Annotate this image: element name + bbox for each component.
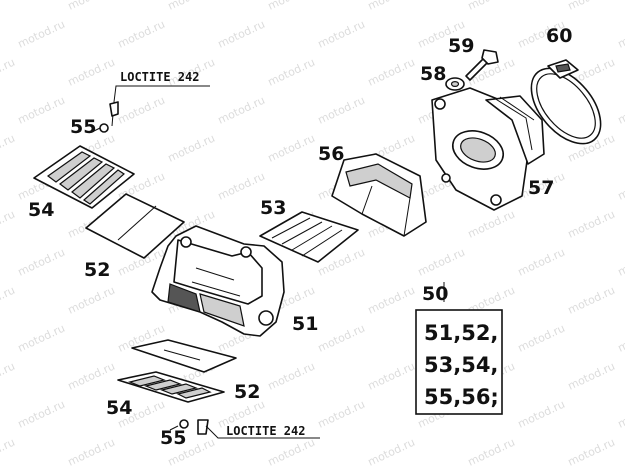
watermark-text: motod.ru xyxy=(216,94,267,127)
watermark-text: motod.ru xyxy=(266,132,317,165)
callout-52-top: 52 xyxy=(84,259,110,281)
watermark-text: motod.ru xyxy=(0,436,17,468)
watermark-text: motod.ru xyxy=(0,284,17,317)
watermark-text: motod.ru xyxy=(566,436,617,468)
watermark-text: motod.ru xyxy=(66,56,117,89)
kit-box-50: 51,52, 53,54, 55,56; xyxy=(415,309,503,415)
callout-51: 51 xyxy=(292,313,318,335)
watermark-text: motod.ru xyxy=(266,0,317,13)
watermark-text: motod.ru xyxy=(616,322,625,355)
callout-52-bottom: 52 xyxy=(234,381,260,403)
watermark-text: motod.ru xyxy=(366,436,417,468)
part-54-bottom-stopper-plate xyxy=(117,371,225,403)
watermark-text: motod.ru xyxy=(0,360,17,393)
watermark-text: motod.ru xyxy=(316,398,367,431)
watermark-text: motod.ru xyxy=(366,360,417,393)
watermark-text: motod.ru xyxy=(616,398,625,431)
callout-54-top: 54 xyxy=(28,199,54,221)
part-57-intake-flange xyxy=(431,87,545,211)
callout-55-bottom: 55 xyxy=(160,427,186,449)
part-51-reed-housing xyxy=(151,225,285,337)
watermark-text: motod.ru xyxy=(416,246,467,279)
watermark-text: motod.ru xyxy=(16,18,67,51)
watermark-text: motod.ru xyxy=(0,132,17,165)
watermark-text: motod.ru xyxy=(566,360,617,393)
watermark-text: motod.ru xyxy=(316,94,367,127)
watermark-text: motod.ru xyxy=(16,94,67,127)
callout-55-top: 55 xyxy=(70,116,96,138)
watermark-text: motod.ru xyxy=(516,398,567,431)
watermark-text: motod.ru xyxy=(16,246,67,279)
watermark-text: motod.ru xyxy=(116,94,167,127)
part-59-bolt xyxy=(465,49,499,81)
watermark-text: motod.ru xyxy=(266,56,317,89)
watermark-text: motod.ru xyxy=(566,208,617,241)
leader-lines xyxy=(113,85,445,439)
watermark-text: motod.ru xyxy=(516,246,567,279)
part-60-hose-clamp xyxy=(530,59,602,145)
loctite-note-top: LOCTITE 242 xyxy=(120,70,199,84)
watermark-text: motod.ru xyxy=(266,436,317,468)
part-54-top-stopper-plate xyxy=(33,145,135,209)
watermark-text: motod.ru xyxy=(216,18,267,51)
watermark-text: motod.ru xyxy=(566,0,617,13)
callout-56: 56 xyxy=(318,143,344,165)
watermark-text: motod.ru xyxy=(316,322,367,355)
watermark-text: motod.ru xyxy=(616,246,625,279)
watermark-text: motod.ru xyxy=(66,360,117,393)
watermark-text: motod.ru xyxy=(616,170,625,203)
watermark-text: motod.ru xyxy=(166,0,217,13)
loctite-note-bottom: LOCTITE 242 xyxy=(226,424,305,438)
watermark-text: motod.ru xyxy=(466,0,517,13)
kit-line-1: 51,52, xyxy=(424,321,498,345)
watermark-text: motod.ru xyxy=(466,436,517,468)
part-55-bottom-screw xyxy=(169,419,209,435)
watermark-text: motod.ru xyxy=(616,18,625,51)
watermark-text: motod.ru xyxy=(366,284,417,317)
watermark-text: motod.ru xyxy=(0,208,17,241)
watermark-text: motod.ru xyxy=(66,284,117,317)
watermark-text: motod.ru xyxy=(116,18,167,51)
watermark-text: motod.ru xyxy=(66,0,117,13)
watermark-text: motod.ru xyxy=(316,18,367,51)
watermark-text: motod.ru xyxy=(16,398,67,431)
watermark-text: motod.ru xyxy=(516,322,567,355)
watermark-text: motod.ru xyxy=(0,0,17,13)
watermark-text: motod.ru xyxy=(366,0,417,13)
callout-59: 59 xyxy=(448,35,474,57)
part-55-top-screw xyxy=(91,101,119,133)
watermark-text: motod.ru xyxy=(466,208,517,241)
part-53-reed-petal xyxy=(259,211,359,263)
callout-53: 53 xyxy=(260,197,286,219)
watermark-text: motod.ru xyxy=(0,56,17,89)
watermark-text: motod.ru xyxy=(366,56,417,89)
callout-58: 58 xyxy=(420,63,446,85)
watermark-text: motod.ru xyxy=(566,284,617,317)
watermark-text: motod.ru xyxy=(16,322,67,355)
callout-54-bottom: 54 xyxy=(106,397,132,419)
part-58-washer xyxy=(445,77,465,91)
kit-line-3: 55,56; xyxy=(424,385,499,409)
kit-line-2: 53,54, xyxy=(424,353,498,377)
watermark-text: motod.ru xyxy=(66,436,117,468)
watermark-text: motod.ru xyxy=(266,360,317,393)
part-56-deflector xyxy=(331,153,427,237)
part-52-bottom-reed-petal xyxy=(131,339,237,373)
watermark-text: motod.ru xyxy=(166,132,217,165)
part-52-top-reed-petal xyxy=(85,193,185,259)
watermark-text: motod.ru xyxy=(616,94,625,127)
callout-60: 60 xyxy=(546,25,572,47)
callout-50: 50 xyxy=(422,283,448,305)
callout-57: 57 xyxy=(528,177,554,199)
